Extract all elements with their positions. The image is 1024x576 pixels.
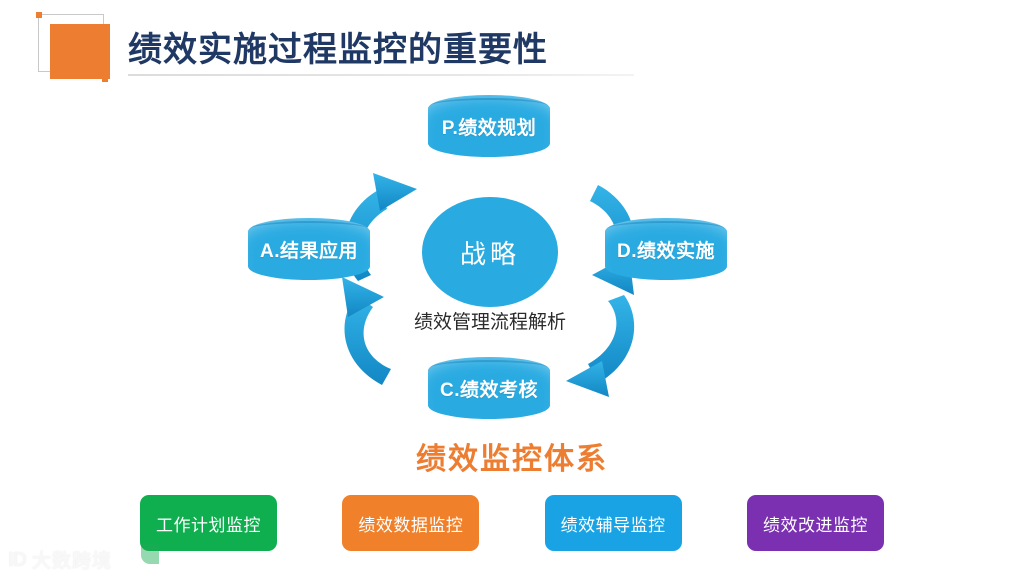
decoration-dot-top-left [36,12,42,18]
monitoring-pill-row: 工作计划监控 绩效数据监控 绩效辅导监控 绩效改进监控 [140,495,884,551]
cycle-node-c[interactable]: C.绩效考核 [428,357,550,419]
watermark-logo-icon: ID [8,548,27,571]
watermark: ID 大数跨境 [8,544,159,573]
title-underline [128,74,634,76]
pill-performance-coaching-monitoring[interactable]: 绩效辅导监控 [544,495,682,551]
cycle-center-node: 战略 [422,197,558,307]
cycle-node-p[interactable]: P.绩效规划 [428,95,550,157]
decoration-dot-bottom-right [102,76,108,82]
pill-performance-improvement-monitoring[interactable]: 绩效改进监控 [746,495,884,551]
cycle-node-a[interactable]: A.结果应用 [248,218,370,280]
title-decoration [36,12,112,82]
cycle-center-caption: 绩效管理流程解析 [413,312,566,333]
pill-work-plan-monitoring[interactable]: 工作计划监控 [140,495,277,551]
pdca-cycle-diagram: 战略 绩效管理流程解析 P.绩效规划 D.绩效实施 C.绩效考核 A.结果应用 [230,85,760,425]
watermark-corner-chip [141,544,159,564]
pill-performance-data-monitoring[interactable]: 绩效数据监控 [342,495,480,551]
cycle-node-d[interactable]: D.绩效实施 [605,218,727,280]
page-title: 绩效实施过程监控的重要性 [128,31,548,69]
decoration-filled-square [50,24,110,79]
arrow-d-to-c [566,295,635,397]
cycle-center-label: 战略 [459,238,520,269]
section-heading: 绩效监控体系 [416,443,608,476]
arrow-c-to-a [342,277,391,385]
watermark-text: 大数跨境 [32,551,113,572]
